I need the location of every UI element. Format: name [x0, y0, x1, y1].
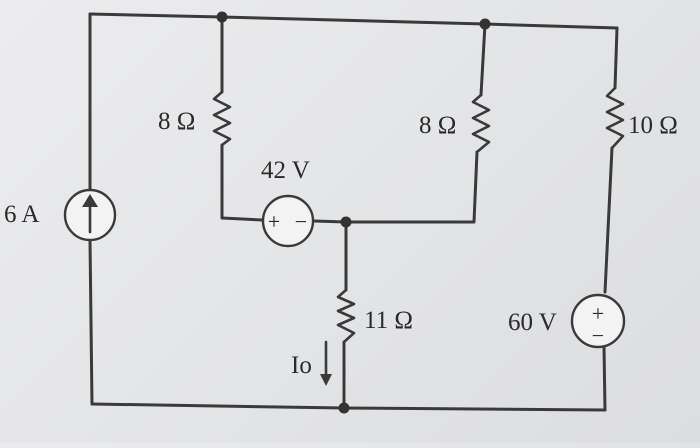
- wire-right-bottom: [602, 344, 607, 412]
- node-top-left: [216, 11, 228, 23]
- resistor-right-label: 10 Ω: [628, 112, 678, 139]
- resistor-left: [212, 91, 232, 147]
- node-bottom: [338, 402, 350, 414]
- resistor-left-label: 8 Ω: [158, 108, 195, 135]
- voltage-source-60v-label: 60 V: [508, 309, 557, 336]
- wire-right-mid: [603, 146, 614, 294]
- voltage-source-42v-label: 42 V: [261, 157, 310, 184]
- voltage-source-42v-plus: +: [268, 209, 280, 234]
- node-middle: [340, 216, 352, 228]
- voltage-source-42v: [261, 194, 315, 248]
- io-label: Io: [291, 352, 312, 379]
- wire-mid-branch-top: [479, 22, 487, 97]
- wire-left-bottom: [88, 238, 94, 406]
- voltage-source-60v: [570, 293, 626, 349]
- resistor-bottom: [336, 289, 356, 343]
- wire-mid-branch-bottom: [344, 150, 479, 224]
- resistor-middle-label: 8 Ω: [419, 112, 456, 139]
- node-top-right: [479, 18, 491, 30]
- voltage-source-42v-minus: −: [295, 209, 307, 234]
- resistor-middle: [471, 94, 491, 153]
- current-source-label: 6 A: [4, 201, 39, 228]
- wire-right-top: [613, 26, 619, 90]
- voltage-source-60v-minus: −: [592, 323, 604, 348]
- wire-top: [88, 12, 619, 30]
- io-arrow-head: [320, 374, 332, 386]
- resistor-right: [605, 87, 625, 149]
- resistor-bottom-label: 11 Ω: [364, 307, 413, 334]
- wire-left-branch-bottom: [220, 143, 264, 222]
- voltage-source-60v-plus: +: [592, 301, 604, 326]
- current-source-arrow-head: [82, 194, 98, 207]
